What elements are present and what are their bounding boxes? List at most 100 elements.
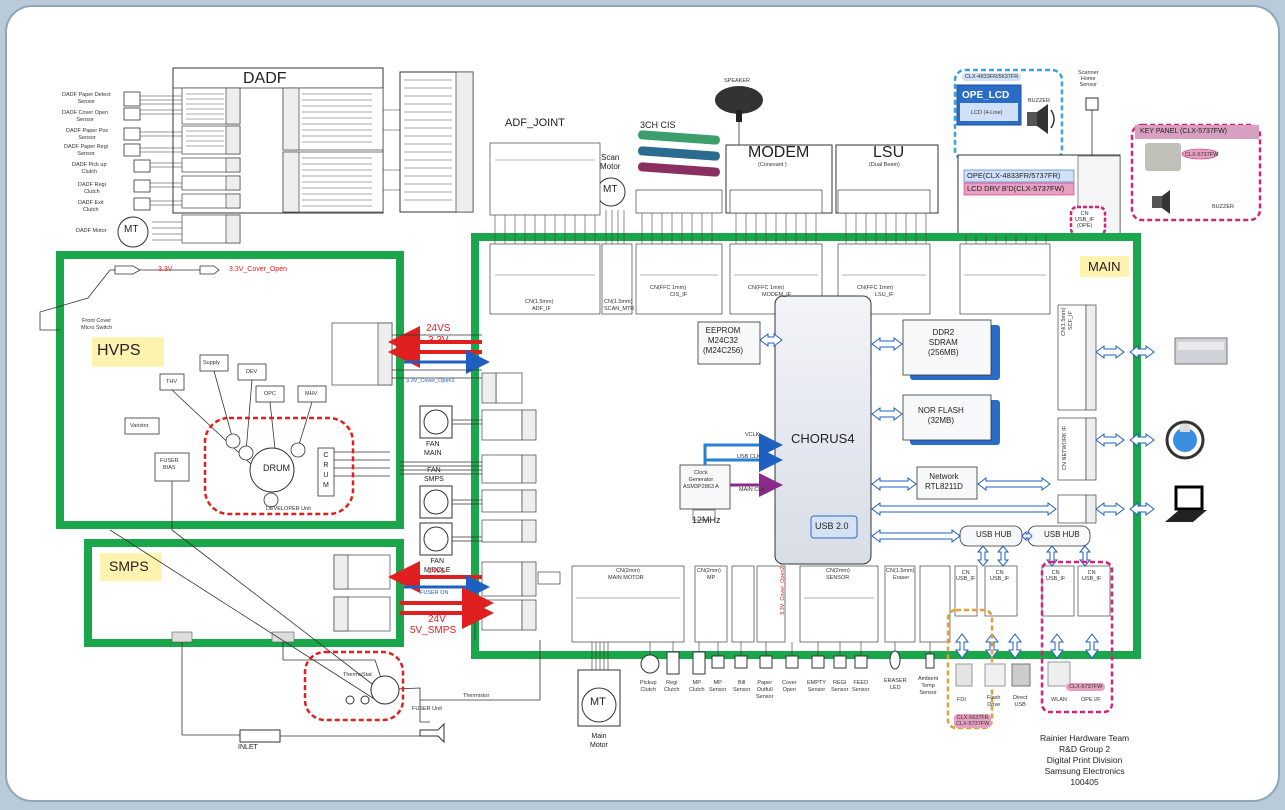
opc-label: OPC [264,391,276,397]
cn-usb-ope-label: CN USB_IF (OPE) [1075,211,1094,229]
cn-scf: CN(1.5mm) [1061,308,1067,336]
mhv-label: MHV [305,391,317,397]
signal-3v3: 3.3V [158,266,172,274]
dadf-sensor-3: DADF Paper Pos Sensor [66,128,108,142]
usb20-label: USB 2.0 [815,522,849,530]
key-panel-buzzer-label: BUZZER [1212,204,1234,210]
credit-line-1: Rainier Hardware Team [1040,733,1129,744]
nor-flash-label: NOR FLASH (32MB) [918,406,964,426]
model-tag-wlan: CLX-5737FW [1066,683,1105,691]
cn-lsu: CN(FFC 1mm) [857,285,893,291]
bottom-part-2: Regi Clutch [664,680,680,694]
scanner-home-label: Scanner Home Sensor [1078,70,1099,88]
bottom-part-10: FEED Sensor [852,680,869,694]
supply-label: Supply [203,360,220,366]
credit-line-5: 100405 [1040,777,1129,788]
dev-label: DEV [246,369,257,375]
dadf-sensor-2: DADF Cover Open Sensor [62,110,108,124]
cn-main-motor-sub: MAIN MOTOR [608,575,644,581]
cn-mp: CN(2mm) [697,568,721,574]
buzzer-label: BUZZER [1028,98,1050,104]
cn-sensor: CN(2mm) [826,568,850,574]
cn-main-motor: CN(2mm) [616,568,640,574]
smps-title: SMPS [109,558,149,574]
cn-cis-sub: CIS_IF [670,292,687,298]
inlet-label: INLET [238,744,258,752]
cis-label: 3CH CIS [640,120,676,130]
signal-main-clk: MAIN CLK [739,487,765,493]
thermostat-label: ThermoStat [343,672,372,678]
scf-tray-icon [1175,338,1227,364]
credit-line-2: R&D Group 2 [1040,744,1129,755]
main-motor-mt: MT [590,698,606,706]
dadf-title: DADF [243,70,287,88]
cn-modem-sub: MODEM_IF [762,292,791,298]
fan-main-label: FAN MAIN [424,440,442,458]
bottom-part-3: MP Clutch [689,680,705,694]
fdi-icon [956,664,972,686]
usb-if-4: CN USB_IF [1082,570,1101,582]
adf-joint-title: ADF_JOINT [505,117,565,129]
signal-cover-open1: 3.3V_Cover_Open1 [406,378,455,384]
main-motor-label: Main Motor [590,732,608,750]
usb-if-3: CN USB_IF [1046,570,1065,582]
key-panel-icon [1145,143,1181,171]
ope-model-label: OPE(CLX-4833FR/5737FR) [967,172,1060,180]
speaker-label: SPEAKER [724,78,750,84]
cn-eraser: CN(1.5mm) [886,568,914,574]
cn-mp-sub: MP [707,575,715,581]
signal-24vs-smps: 24VS [428,568,445,576]
thv-label: THV [166,379,177,385]
fan-smps-label: FAN SMPS [424,466,444,484]
usb-hub-2-label: USB HUB [1044,531,1080,539]
model-tag-top: CLX-4833FR/5637FR [962,73,1021,81]
cn-scf-sub: SCF_IF [1068,311,1074,330]
cn-cis: CN(FFC 1mm) [650,285,686,291]
front-cover-label: Front Cover Micro Switch [81,318,112,332]
fdi-label: FDI [957,697,966,703]
lsu-subtitle: (Dual Beam) [869,162,900,168]
signal-vclk: VCLK [745,432,759,438]
cn-sensor-sub: SENSOR [826,575,849,581]
developer-unit-label: DEVELOPER Unit [266,506,311,512]
cn-scan: CN(1.5mm) [604,299,632,305]
chorus4-label: CHORUS4 [791,431,855,446]
eraser-led-label: ERASER LED [884,678,907,692]
bottom-part-5: Bill Sensor [733,680,750,694]
fuser-roller-icon [371,676,399,704]
scan-motor-mt: MT [603,186,617,194]
lsu-title: LSU [873,144,904,162]
dadf-sensor-8: DADF Motor [76,228,107,234]
signal-fuser-on: FUSER ON [420,590,448,596]
ambient-temp-label: Ambient Temp Sensor [918,676,938,697]
dadf-motor-mt: MT [124,226,138,234]
bottom-part-4: MP Sensor [709,680,726,694]
lcd-drv-label: LCD DRV B'D(CLX-5737FW) [967,185,1064,193]
wlan-label: WLAN [1051,697,1067,703]
bottom-part-9: REGI Sensor [831,680,848,694]
cn-lsu-sub: LSU_IF [875,292,894,298]
thermistor-label: Thermistor [463,693,489,699]
dadf-sensor-1: DADF Paper Detect Sensor [62,92,111,106]
direct-usb-label: Direct USB [1013,695,1027,709]
bottom-part-8: EMPTY Sensor [807,680,826,694]
direct-usb-icon [1012,664,1030,686]
fuser-bias-label: FUSER BIAS [160,458,179,472]
network-label: Network RTL8211D [925,472,963,492]
scan-motor-label: Scan Motor [600,153,620,171]
clock-freq: 12MHz [692,516,721,524]
hvps-title: HVPS [97,342,141,360]
cis-sensor-icon [638,130,720,177]
ope-lcd-title: OPE_LCD [962,90,1009,101]
dadf-sensor-5: DADF Pick up Clutch [72,162,107,176]
signal-3v3-cover-open: 3.3V_Cover_Open [229,266,287,274]
speaker-icon [715,86,763,114]
bottom-part-7: Cover Open [782,680,797,694]
model-tag-fdi: CLX-5637FR CLX-5737FW [954,714,991,728]
credits-block: Rainier Hardware Team R&D Group 2 Digita… [1040,733,1129,788]
flash-drive-label: Flash Drive [987,695,1000,709]
network-globe-icon [1167,422,1203,458]
modem-title: MODEM [748,144,809,162]
cn-network: CN NETWORK IF [1062,426,1068,470]
